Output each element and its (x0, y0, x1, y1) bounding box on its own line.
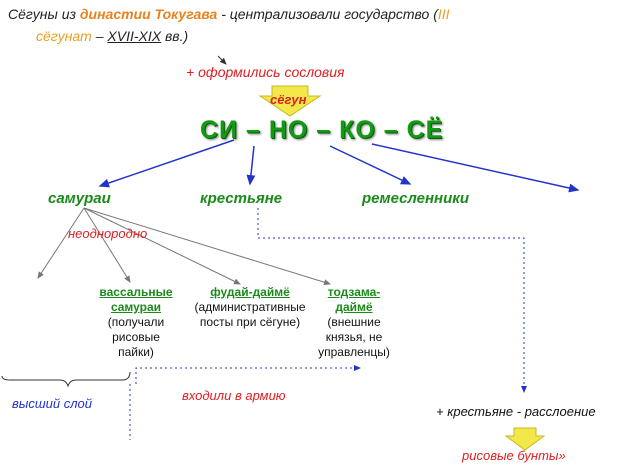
top-layer-label: высший слой (12, 396, 93, 411)
army-arrow (135, 365, 361, 384)
peasants-path (257, 208, 527, 393)
arrow-to-samurai (98, 139, 235, 188)
group-fudai: фудай-даймё (административные посты при … (194, 285, 306, 329)
estate-peasants: крестьяне (200, 190, 283, 207)
arrow-to-right (371, 143, 580, 193)
shogun-label: сёгун (270, 92, 307, 107)
shogun-block-arrow (258, 85, 322, 117)
heterogeneous-label: неоднородно (68, 226, 148, 241)
rice-block-arrow (504, 427, 546, 451)
group-vassal: вассальные самураи (получали рисовые пай… (99, 285, 173, 359)
estate-samurai: самураи (48, 190, 111, 207)
estates-note: + оформились сословия (186, 64, 345, 80)
header-line-1: Сёгуны из династии Токугава - централизо… (8, 6, 450, 22)
abbreviation: СИ – НО – КО – СЁ (200, 116, 444, 144)
group-tozama: тодзама-даймё (внешние князья, не управл… (318, 285, 390, 359)
peasant-stratification: + крестьяне - расслоение (436, 404, 596, 419)
header-line-2: сёгунат – XVII-XIX вв.) (36, 28, 189, 44)
estate-artisans: ремесленники (362, 190, 469, 207)
header-arrow (217, 55, 227, 65)
arrow-to-artisans (329, 145, 412, 185)
arrow-to-peasants (246, 145, 256, 186)
army-label: входили в армию (182, 388, 286, 403)
brace (1, 371, 131, 388)
rice-riots: рисовые бунты» (462, 448, 566, 463)
